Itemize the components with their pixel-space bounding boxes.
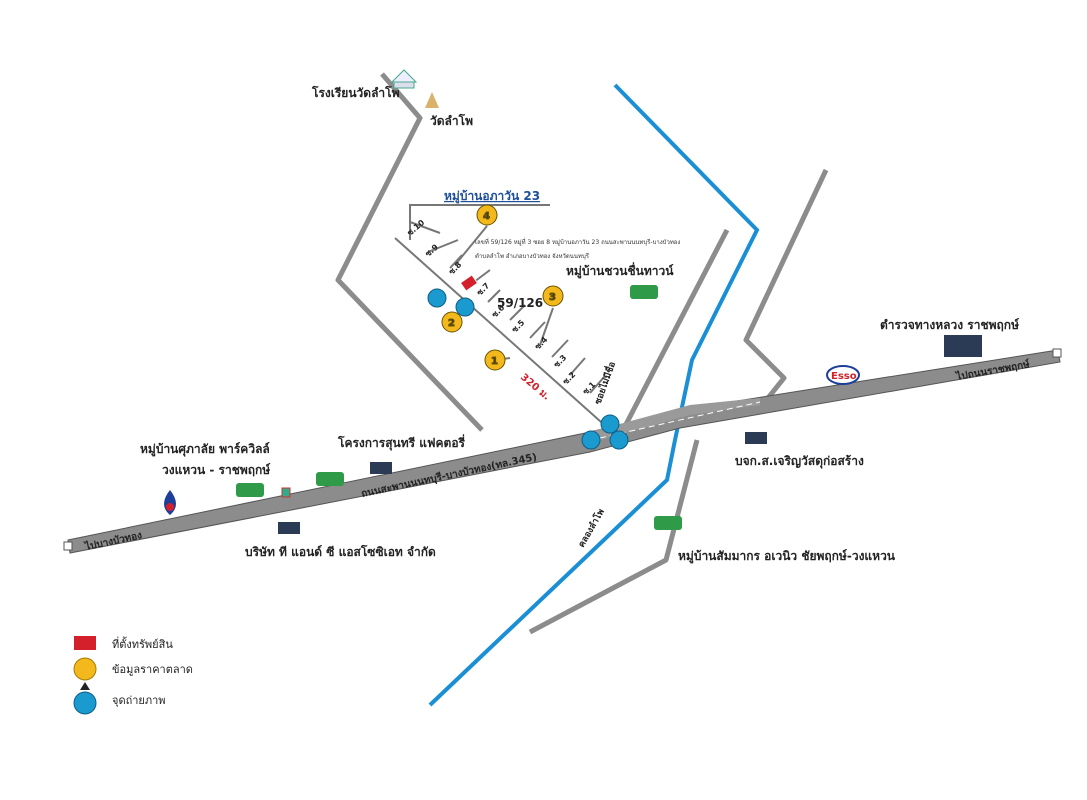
- property-location-marker[interactable]: [459, 274, 479, 292]
- legend-item-property: ที่ตั้งทรัพย์สิน: [74, 636, 173, 651]
- market-markers: 4 3 2 1: [441, 204, 564, 371]
- svg-text:Esso: Esso: [831, 371, 857, 382]
- svg-text:ที่ตั้งทรัพย์สิน: ที่ตั้งทรัพย์สิน: [112, 636, 173, 651]
- ptt-station-icon: [164, 490, 176, 515]
- legend-item-photo: จุดถ่ายภาพ: [73, 682, 166, 715]
- road-far-east: [743, 168, 829, 410]
- label-house-no: 59/126: [497, 296, 543, 310]
- village-road: [409, 204, 550, 240]
- market-marker-3[interactable]: 3: [542, 285, 564, 307]
- label-distance: 320 ม.: [518, 372, 552, 403]
- market-data-icon: [73, 657, 97, 681]
- legend: ที่ตั้งทรัพย์สิน ข้อมูลราคาตลาด จุดถ่ายภ…: [73, 636, 193, 715]
- svg-text:ซ.4: ซ.4: [533, 335, 550, 352]
- market-marker-1[interactable]: 1: [484, 349, 506, 371]
- svg-text:3: 3: [549, 292, 556, 303]
- svg-text:ซ.2: ซ.2: [561, 370, 577, 386]
- address-line-1: เลขที่ 59/126 หมู่ที่ 3 ซอย 8 หมู่บ้านอภ…: [475, 238, 680, 246]
- road-south: [528, 439, 700, 635]
- esso-icon: Esso: [826, 365, 860, 385]
- svg-text:ซ.9: ซ.9: [424, 242, 441, 258]
- svg-text:ซ.5: ซ.5: [510, 318, 527, 335]
- label-village-supalai-1: หมู่บ้านศุภาลัย พาร์ควิลล์: [140, 442, 270, 457]
- svg-text:1: 1: [491, 356, 498, 367]
- soi-main-line: [394, 237, 611, 431]
- label-soi-main: ซอยไม่มีชื่อ: [591, 360, 619, 406]
- school-icon: [390, 69, 418, 89]
- village-icon: [236, 285, 682, 530]
- svg-text:ซ.8: ซ.8: [447, 260, 464, 277]
- photo-point-marker[interactable]: [609, 430, 629, 450]
- canal-river: [428, 83, 760, 707]
- svg-text:ข้อมูลราคาตลาด: ข้อมูลราคาตลาด: [112, 663, 193, 676]
- label-village-chuan: หมู่บ้านชวนชื่นทาวน์: [566, 262, 674, 279]
- photo-point-marker[interactable]: [600, 414, 620, 434]
- label-school: โรงเรียนวัดลำโพ: [311, 85, 400, 100]
- market-marker-2[interactable]: 2: [441, 311, 463, 333]
- label-temple: วัดลำโพ: [430, 113, 473, 128]
- temple-icon: [425, 92, 439, 108]
- market-marker-4[interactable]: 4: [476, 204, 498, 226]
- road-to-temple: [335, 72, 484, 432]
- svg-text:จุดถ่ายภาพ: จุดถ่ายภาพ: [112, 694, 166, 707]
- label-village-top: หมู่บ้านอภาวัน 23: [444, 189, 540, 204]
- svg-text:2: 2: [448, 318, 455, 329]
- address-line-2: ตำบลลำโพ อำเภอบางบัวทอง จังหวัดนนทบุรี: [475, 252, 590, 260]
- building-icon: [278, 335, 982, 534]
- photo-point-marker[interactable]: [455, 297, 475, 317]
- photo-point-marker[interactable]: [427, 288, 447, 308]
- svg-text:ซ.1: ซ.1: [581, 380, 598, 397]
- svg-text:4: 4: [483, 211, 490, 222]
- label-police: ตำรวจทางหลวง ราชพฤกษ์: [880, 318, 1019, 332]
- legend-item-market: ข้อมูลราคาตลาด: [73, 657, 193, 681]
- property-location-icon: [74, 636, 96, 650]
- label-project-sunthri: โครงการสุนทรี แฟคตอรี่: [337, 434, 466, 451]
- label-company-tg: บริษัท ที แอนด์ ซี แอสโซซิเอท จำกัด: [245, 544, 436, 559]
- photo-point-icon: [73, 691, 97, 715]
- road-east: [619, 228, 730, 434]
- seven-eleven-icon: [281, 487, 291, 498]
- label-village-supalai-2: วงแหวน - ราชพฤกษ์: [162, 463, 270, 477]
- label-company-charoen: บจก.ส.เจริญวัสดุก่อสร้าง: [735, 454, 864, 469]
- label-village-sammakorn: หมู่บ้านสัมมากร อเวนิว ชัยพฤกษ์-วงแหวน: [678, 549, 896, 564]
- photo-point-marker[interactable]: [581, 430, 601, 450]
